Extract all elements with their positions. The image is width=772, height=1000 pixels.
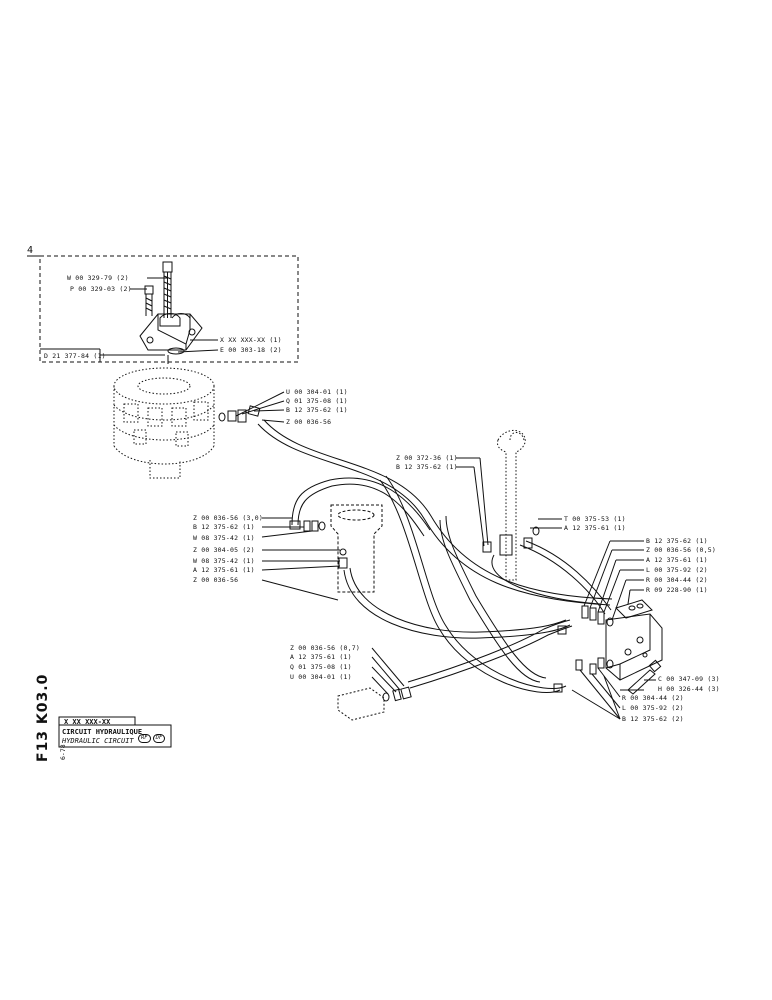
dashed-bracket: [337, 687, 385, 721]
label-b12-375-62-lever: B 12 375-62 (1): [396, 463, 458, 471]
title-fr: CIRCUIT HYDRAULIQUE: [62, 728, 143, 736]
drawing-date: 6-78: [59, 744, 67, 760]
label-r00-304-44-lower: R 00 304-44 (2): [622, 694, 684, 702]
label-h00-326-44: H 00 326-44 (3): [658, 685, 720, 693]
lever-fittings: [482, 526, 540, 556]
label-b12-375-62-filter: B 12 375-62 (1): [193, 523, 255, 531]
filter-reservoir: [330, 504, 383, 593]
label-w08-375-42-b: W 08 375-42 (1): [193, 557, 255, 565]
manifold-fittings: [553, 605, 614, 693]
filter-fittings: [289, 520, 348, 569]
valve-block: [139, 313, 203, 364]
label-a12-375-61-filter: A 12 375-61 (1): [193, 566, 255, 574]
motor-fittings: [218, 405, 261, 423]
title-block-frame: [58, 716, 172, 748]
label-z00-036-56-top: Z 00 036-56: [286, 418, 332, 426]
label-a12-375-61-lower: A 12 375-61 (1): [290, 653, 352, 661]
drawing-code: F13 K03.0: [35, 673, 51, 762]
title-ref: X XX XXX-XX: [64, 718, 111, 726]
label-a12-375-61-right: A 12 375-61 (1): [646, 556, 708, 564]
label-u00-304-01-lower: U 00 304-01 (1): [290, 673, 352, 681]
label-d21-377-84: D 21 377-84 (1): [44, 352, 106, 360]
label-w08-375-42-a: W 08 375-42 (1): [193, 534, 255, 542]
leaders: [235, 391, 656, 720]
label-xx-xxx: X XX XXX-XX (1): [220, 336, 282, 344]
callout-number: 4: [27, 245, 34, 256]
badge-rf: RF: [138, 734, 151, 743]
label-t00-375-53: T 00 375-53 (1): [564, 515, 626, 523]
screw-long: [162, 261, 173, 318]
label-z00-372-36: Z 00 372-36 (1): [396, 454, 458, 462]
title-en-text: HYDRAULIC CIRCUIT: [62, 737, 134, 745]
manifold-block: [605, 613, 663, 681]
label-z00-304-05: Z 00 304-05 (2): [193, 546, 255, 554]
label-q01-375-08-top: Q 01 375-08 (1): [286, 397, 348, 405]
label-w00-329-79: W 00 329-79 (2): [67, 274, 129, 282]
gasket-plate: [615, 599, 653, 619]
manifold-screw: [627, 659, 662, 695]
label-a12-375-61-lever: A 12 375-61 (1): [564, 524, 626, 532]
label-l00-375-92-right: L 00 375-92 (2): [646, 566, 708, 574]
badge-df: DF: [152, 734, 166, 743]
label-r09-228-90: R 09 228-90 (1): [646, 586, 708, 594]
label-z00-036-56-3-0: Z 00 036-56 (3,0): [193, 514, 263, 522]
label-b12-375-62-lower: B 12 375-62 (2): [622, 715, 684, 723]
inset-leaders: [100, 277, 219, 356]
label-b12-375-62-top: B 12 375-62 (1): [286, 406, 348, 414]
lower-fittings: [382, 686, 412, 702]
title-en: HYDRAULIC CIRCUIT: [62, 737, 134, 745]
label-c00-347-09: C 00 347-09 (3): [658, 675, 720, 683]
hoses: [257, 419, 613, 693]
label-z00-036-56-0-5: Z 00 036-56 (0,5): [646, 546, 716, 554]
label-l00-375-92-lower: L 00 375-92 (2): [622, 704, 684, 712]
label-z00-036-56-filter: Z 00 036-56: [193, 576, 239, 584]
label-b12-375-62-right: B 12 375-62 (1): [646, 537, 708, 545]
label-z00-036-56-0-7: Z 00 036-56 (0,7): [290, 644, 360, 652]
control-lever: [497, 430, 526, 581]
label-e00-303-18: E 00 303-18 (2): [220, 346, 282, 354]
hydraulic-motor: [113, 367, 215, 479]
label-p00-329-03: P 00 329-03 (2): [70, 285, 132, 293]
label-u00-304-01-top: U 00 304-01 (1): [286, 388, 348, 396]
screw-short: [144, 285, 154, 316]
label-q01-375-08-lower: Q 01 375-08 (1): [290, 663, 352, 671]
label-r00-304-44-right: R 00 304-44 (2): [646, 576, 708, 584]
